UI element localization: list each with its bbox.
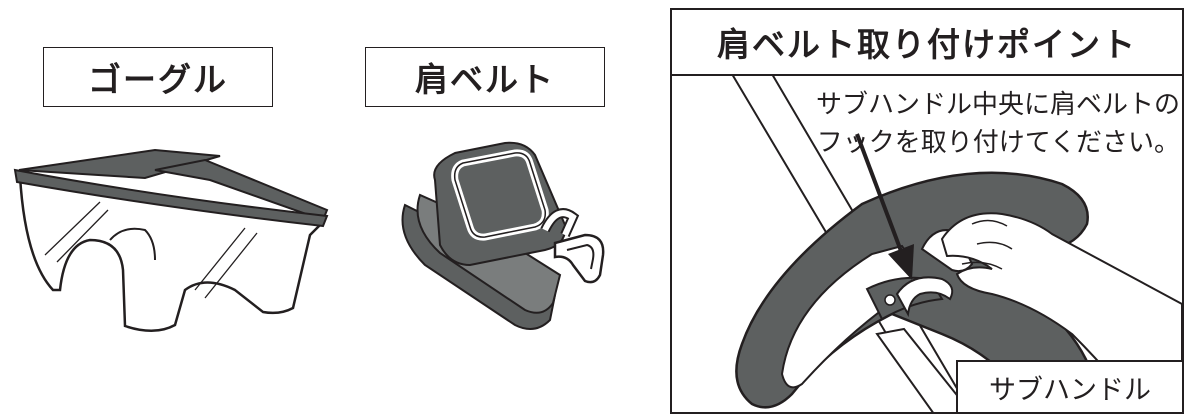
instruction-line-1: サブハンドル中央に肩ベルトの xyxy=(815,90,1180,120)
attachment-point-title: 肩ベルト取り付けポイント xyxy=(672,10,1182,76)
goggles-label: ゴーグル xyxy=(43,47,273,107)
subhandle-label: サブハンドル xyxy=(956,360,1182,412)
attachment-instruction: サブハンドル中央に肩ベルトの フックを取り付けてください。 xyxy=(780,86,1180,162)
shoulder-belt-label: 肩ベルト xyxy=(365,47,605,107)
shoulder-belt-icon xyxy=(401,141,605,330)
attachment-point-panel: 肩ベルト取り付けポイント サブハンドル中央に肩ベルトの フックを取り付けてくださ… xyxy=(670,8,1184,414)
safety-goggles-icon xyxy=(13,148,329,332)
instruction-line-2: フックを取り付けてください。 xyxy=(816,128,1180,158)
